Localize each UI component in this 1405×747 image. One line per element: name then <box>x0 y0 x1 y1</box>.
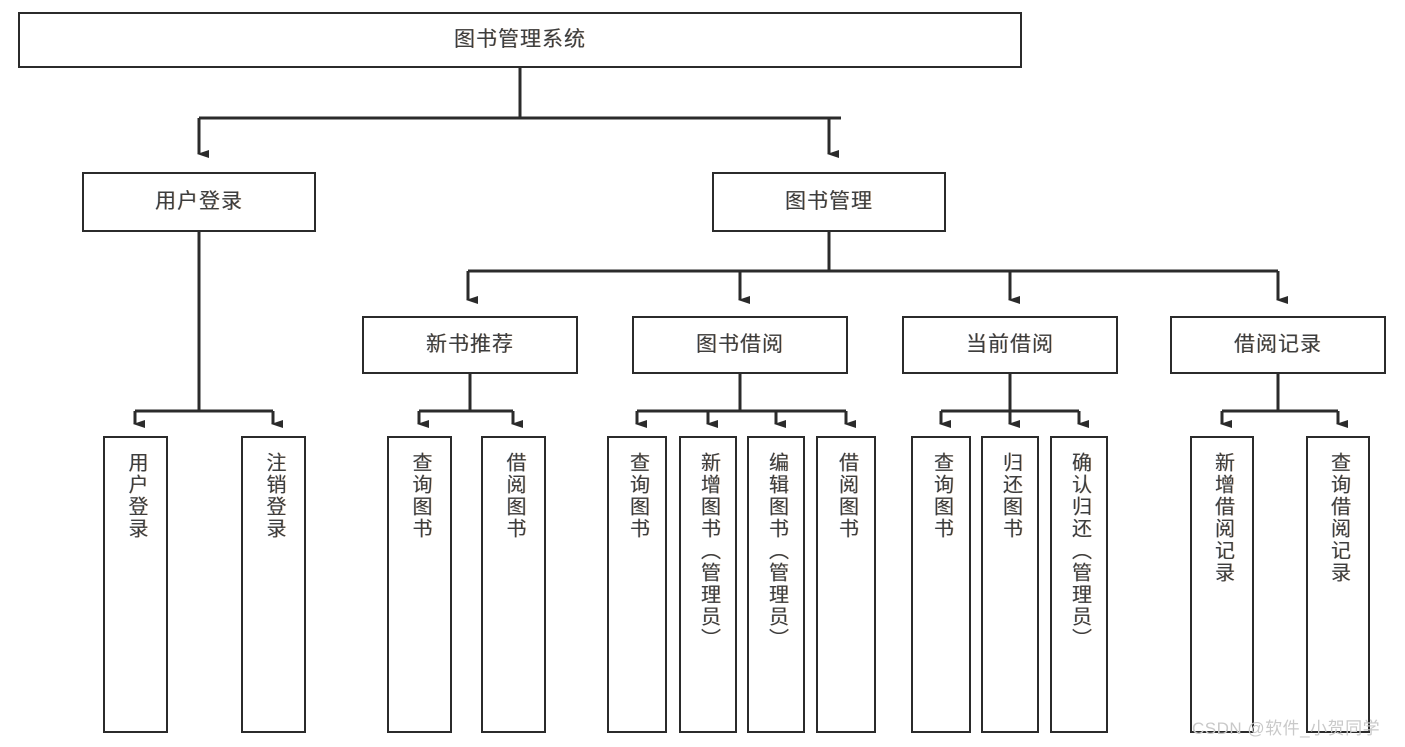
node-label: 新书推荐 <box>426 332 514 356</box>
node-label: 借阅图书 <box>503 452 525 540</box>
node-label: 图书管理系统 <box>454 27 586 51</box>
leaf-user-login-logout[interactable]: 注销登录 <box>241 436 306 733</box>
leaf-current-confirm-return-admin[interactable]: 确认归还（管理员） <box>1050 436 1108 733</box>
node-label: 查询图书 <box>930 452 953 540</box>
node-label: 归还图书 <box>999 452 1022 540</box>
node-borrow-records[interactable]: 借阅记录 <box>1170 316 1386 374</box>
node-label: 确认归还（管理员） <box>1068 452 1091 650</box>
csdn-watermark: CSDN @软件_小贺同学 <box>1192 719 1381 738</box>
node-label: 注销登录 <box>263 452 285 540</box>
node-label: 查询图书 <box>626 452 649 540</box>
leaf-recommend-borrow-book[interactable]: 借阅图书 <box>481 436 546 733</box>
leaf-current-return-book[interactable]: 归还图书 <box>981 436 1039 733</box>
node-label: 查询借阅记录 <box>1327 452 1350 584</box>
node-label: 查询图书 <box>409 452 431 540</box>
node-label: 图书借阅 <box>696 332 784 356</box>
leaf-records-query-record[interactable]: 查询借阅记录 <box>1306 436 1370 733</box>
leaf-current-query-book[interactable]: 查询图书 <box>911 436 971 733</box>
node-book-borrow[interactable]: 图书借阅 <box>632 316 848 374</box>
node-label: 新增借阅记录 <box>1211 452 1234 584</box>
node-label: 图书管理 <box>785 189 873 213</box>
node-label: 用户登录 <box>125 452 147 540</box>
node-label: 编辑图书（管理员） <box>765 452 788 650</box>
leaf-user-login-login[interactable]: 用户登录 <box>103 436 168 733</box>
node-current-borrow[interactable]: 当前借阅 <box>902 316 1118 374</box>
node-user-login[interactable]: 用户登录 <box>82 172 316 232</box>
node-book-management[interactable]: 图书管理 <box>712 172 946 232</box>
leaf-recommend-query-book[interactable]: 查询图书 <box>387 436 452 733</box>
leaf-borrow-add-book-admin[interactable]: 新增图书（管理员） <box>679 436 737 733</box>
leaf-borrow-query-book[interactable]: 查询图书 <box>607 436 667 733</box>
node-label: 借阅记录 <box>1234 332 1322 356</box>
leaf-borrow-borrow-book[interactable]: 借阅图书 <box>816 436 876 733</box>
node-label: 用户登录 <box>155 189 243 213</box>
leaf-borrow-edit-book-admin[interactable]: 编辑图书（管理员） <box>747 436 805 733</box>
node-root-book-management-system[interactable]: 图书管理系统 <box>18 12 1022 68</box>
node-label: 当前借阅 <box>966 332 1054 356</box>
node-label: 新增图书（管理员） <box>697 452 720 650</box>
leaf-records-add-record[interactable]: 新增借阅记录 <box>1190 436 1254 733</box>
node-label: 借阅图书 <box>835 452 858 540</box>
node-new-book-recommend[interactable]: 新书推荐 <box>362 316 578 374</box>
